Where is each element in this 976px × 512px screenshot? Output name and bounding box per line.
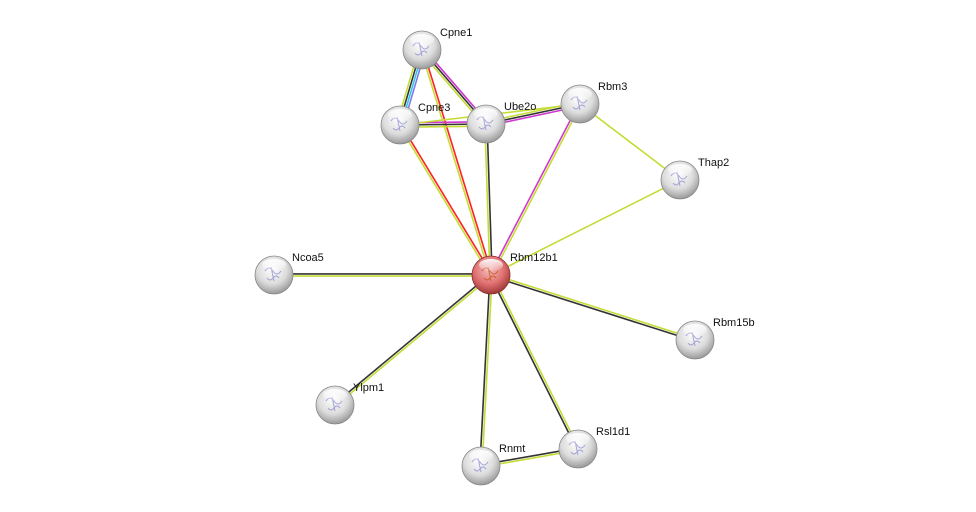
- node-label: Rbm15b: [713, 317, 755, 329]
- node-label: Thap2: [698, 157, 729, 169]
- edge-Cpne1-Rbm12b1[interactable]: [420, 49, 493, 276]
- node-label: Rsl1d1: [596, 426, 630, 438]
- edge-evidence-textmining: [491, 273, 696, 340]
- node-ube2o[interactable]: Ube2o: [466, 101, 536, 144]
- node-rbm12b1[interactable]: Rbm12b1: [471, 252, 558, 295]
- node-label: Ylpm1: [353, 382, 384, 394]
- edge-evidence-coexpression: [479, 274, 491, 466]
- node-highlight: [469, 450, 493, 462]
- node-cpne3[interactable]: Cpne3: [380, 102, 450, 145]
- edge-evidence-coexpression: [490, 275, 695, 342]
- edge-evidence-textmining: [420, 50, 491, 276]
- node-highlight: [566, 433, 590, 445]
- node-highlight: [410, 34, 434, 46]
- edge-Rbm3-Thap2[interactable]: [579, 103, 681, 181]
- node-label: Ube2o: [504, 101, 536, 113]
- node-ylpm1[interactable]: Ylpm1: [315, 382, 384, 425]
- edge-evidence-textmining: [484, 124, 491, 276]
- node-rbm3[interactable]: Rbm3: [560, 81, 627, 124]
- edge-Rsl1d1-Rbm12b1[interactable]: [489, 274, 580, 450]
- edge-evidence-coexpression: [486, 123, 493, 275]
- node-rnmt[interactable]: Rnmt: [461, 443, 525, 486]
- node-highlight: [683, 324, 707, 336]
- node-label: Rnmt: [499, 443, 525, 455]
- node-highlight: [668, 164, 692, 176]
- node-rbm15b[interactable]: Rbm15b: [675, 317, 755, 360]
- edge-Cpne3-Rbm12b1[interactable]: [398, 124, 493, 276]
- node-highlight: [388, 109, 412, 121]
- edge-evidence-coexpression: [489, 275, 578, 450]
- edge-Rbm3-Rbm12b1[interactable]: [489, 103, 582, 276]
- edge-Rbm15b-Rbm12b1[interactable]: [490, 273, 696, 342]
- edge-Rnmt-Rbm12b1[interactable]: [479, 274, 493, 467]
- edge-evidence-textmining: [335, 275, 493, 407]
- edge-evidence-textmining: [491, 104, 582, 276]
- node-label: Rbm3: [598, 81, 627, 93]
- node-highlight: [262, 259, 286, 271]
- edge-Ncoa5-Rbm12b1[interactable]: [274, 273, 491, 277]
- node-ncoa5[interactable]: Ncoa5: [254, 252, 324, 295]
- edge-evidence-textmining: [481, 275, 493, 467]
- node-highlight: [479, 259, 503, 271]
- edge-Thap2-Rbm12b1[interactable]: [490, 179, 681, 276]
- edge-evidence-fusion: [422, 49, 493, 275]
- edge-Ube2o-Rbm12b1[interactable]: [484, 123, 493, 276]
- edge-evidence-textmining: [491, 274, 580, 449]
- edge-evidence-coexpression: [333, 273, 491, 405]
- edge-evidence-textmining: [398, 125, 491, 276]
- node-label: Ncoa5: [292, 252, 324, 264]
- node-highlight: [323, 389, 347, 401]
- edge-evidence-experiments: [489, 103, 580, 275]
- node-rsl1d1[interactable]: Rsl1d1: [558, 426, 630, 469]
- edge-evidence-fusion: [400, 124, 493, 275]
- node-highlight: [474, 108, 498, 120]
- node-label: Rbm12b1: [510, 252, 558, 264]
- edge-evidence-textmining: [579, 103, 681, 181]
- edge-evidence-textmining: [490, 179, 681, 276]
- edge-Ylpm1-Rbm12b1[interactable]: [333, 273, 493, 407]
- node-thap2[interactable]: Thap2: [660, 157, 729, 200]
- node-cpne1[interactable]: Cpne1: [402, 27, 472, 70]
- node-label: Cpne3: [418, 102, 450, 114]
- node-highlight: [568, 88, 592, 100]
- node-label: Cpne1: [440, 27, 472, 39]
